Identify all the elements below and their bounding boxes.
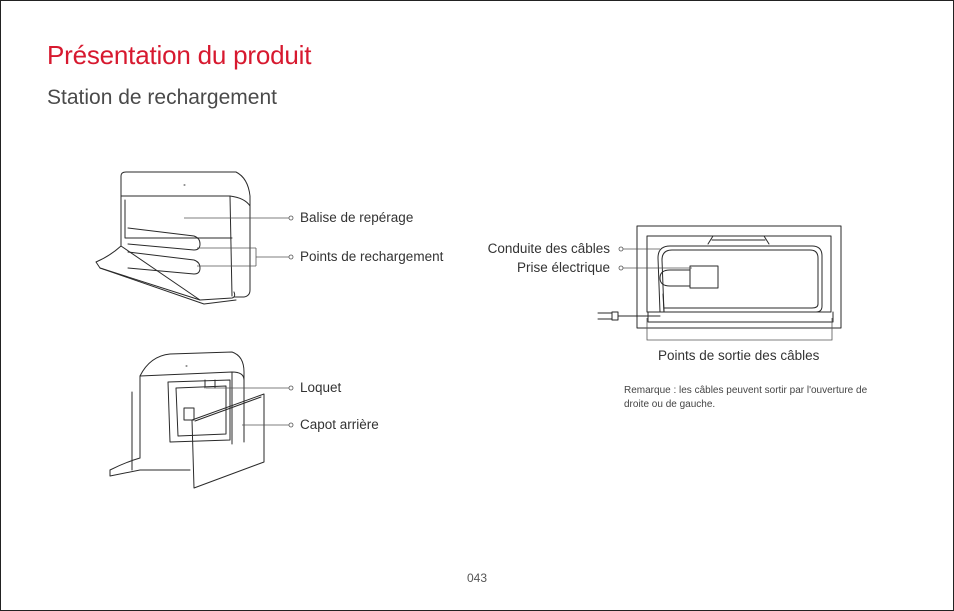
page-subtitle: Station de rechargement	[47, 86, 277, 109]
label-power-plug: Prise électrique	[516, 260, 610, 275]
label-charging-points: Points de rechargement	[300, 249, 444, 264]
callout-lines	[184, 215, 692, 428]
cable-note: Remarque : les câbles peuvent sortir par…	[624, 385, 868, 410]
label-cable-guide: Conduite des câbles	[487, 241, 610, 256]
dock-front-illustration	[95, 171, 251, 305]
label-beacon: Balise de repérage	[300, 210, 414, 225]
label-latch: Loquet	[300, 380, 342, 395]
page-number: 043	[466, 571, 488, 585]
cable-management-illustration	[597, 225, 842, 341]
label-cable-exits: Points de sortie des câbles	[658, 348, 820, 363]
label-rear-cover: Capot arrière	[300, 417, 379, 432]
page-title: Présentation du produit	[47, 40, 312, 70]
dock-rear-illustration	[109, 351, 265, 489]
